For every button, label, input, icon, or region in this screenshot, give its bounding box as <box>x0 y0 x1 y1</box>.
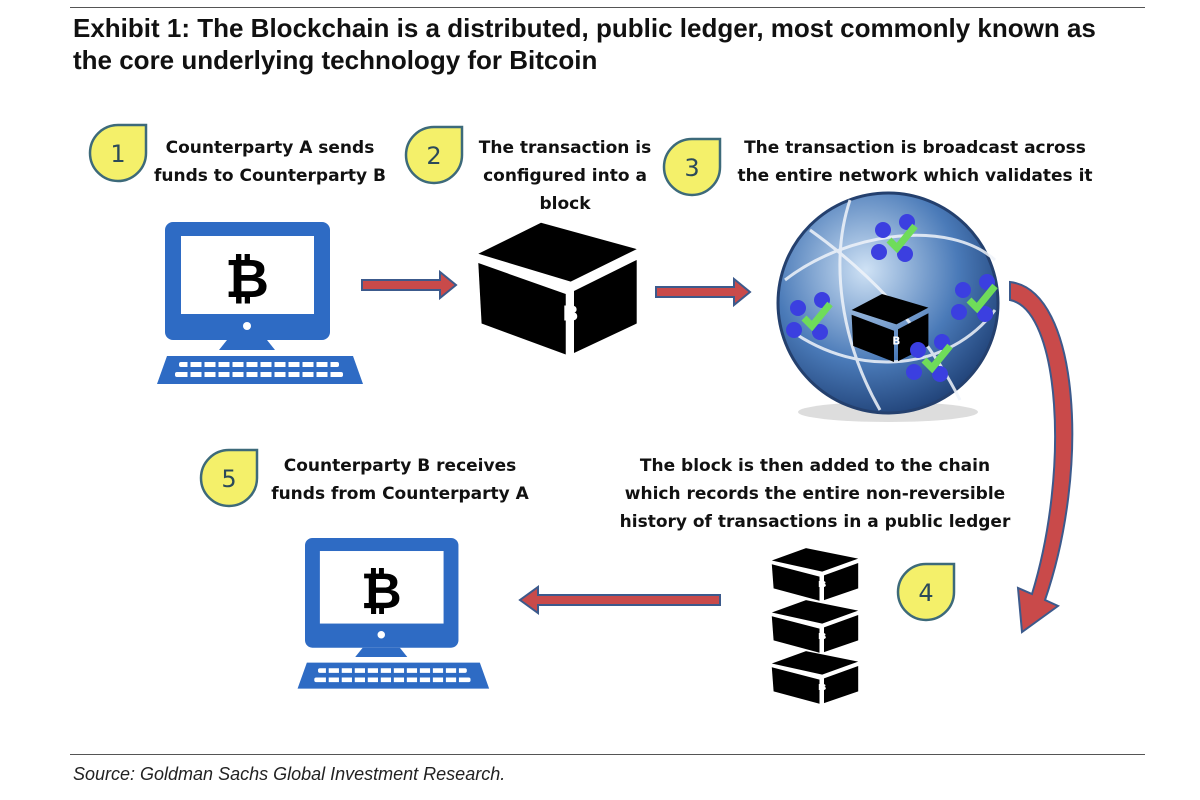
step-1-caption: Counterparty A sends funds to Counterpar… <box>153 138 387 186</box>
step-4-caption: The block is then added to the chain whi… <box>619 456 1011 532</box>
step-5-caption: Counterparty B receives funds from Count… <box>271 456 529 504</box>
arrow-right-icon <box>361 269 458 301</box>
blockchain-stack-icon <box>771 548 859 704</box>
step-3-caption: The transaction is broadcast across the … <box>737 138 1093 186</box>
exhibit-title: Exhibit 1: The Blockchain is a distribut… <box>73 13 1096 75</box>
step-2-caption: The transaction is configured into a blo… <box>478 138 652 214</box>
arrow-left-icon <box>518 585 721 615</box>
arrow-right-icon <box>655 276 752 308</box>
globe-network-icon <box>776 191 1000 422</box>
step-2-badge: 2 <box>404 125 464 185</box>
curved-arrow-icon <box>1009 280 1074 634</box>
block-cube-icon <box>478 222 637 355</box>
svg-text:1: 1 <box>110 140 125 168</box>
step-3-badge: 3 <box>662 137 722 197</box>
step-4-badge: 4 <box>896 562 956 622</box>
svg-text:4: 4 <box>918 579 933 607</box>
bottom-rule <box>70 754 1145 755</box>
step-5-badge: 5 <box>199 448 259 508</box>
computer-icon-counterparty-a: ₿ <box>155 220 365 386</box>
bitcoin-icon: ₿ <box>225 247 269 310</box>
step-1-badge: 1 <box>88 123 148 183</box>
svg-text:3: 3 <box>684 154 699 182</box>
svg-text:5: 5 <box>221 465 236 493</box>
source-note: Source: Goldman Sachs Global Investment … <box>73 764 506 784</box>
computer-icon-counterparty-b: ₿ <box>296 536 491 691</box>
bitcoin-icon: ₿ <box>361 561 402 620</box>
top-rule <box>70 7 1145 8</box>
svg-text:2: 2 <box>426 142 441 170</box>
